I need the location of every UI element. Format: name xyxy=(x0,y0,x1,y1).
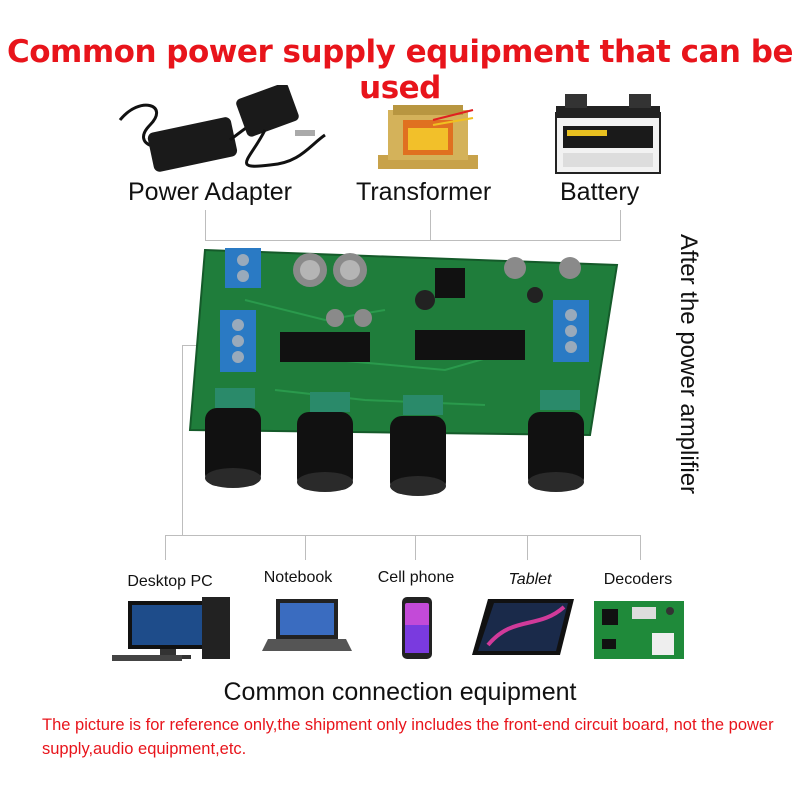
connector-line xyxy=(305,535,306,560)
desktop-pc-icon xyxy=(112,597,230,661)
tablet-label: Tablet xyxy=(508,571,552,588)
decoders-label: Decoders xyxy=(603,571,673,588)
circuit-board-image xyxy=(188,248,619,496)
connector-line xyxy=(182,345,196,346)
power-adapter-icon xyxy=(118,85,326,172)
transformer-label: Transformer xyxy=(356,178,492,206)
page-title: Common power supply equipment that can b… xyxy=(7,34,793,106)
connector-line xyxy=(430,210,431,240)
connector-line xyxy=(165,535,166,560)
connector-line xyxy=(640,535,641,560)
battery-icon xyxy=(555,94,661,174)
connector-line xyxy=(415,535,416,560)
desktop-pc-label: Desktop PC xyxy=(127,573,213,590)
knob-icon xyxy=(528,412,584,492)
cell-phone-label: Cell phone xyxy=(377,569,455,586)
disclaimer-note: The picture is for reference only,the sh… xyxy=(42,716,774,758)
knob-icon xyxy=(390,416,446,496)
connector-line xyxy=(165,535,640,536)
transformer-icon xyxy=(378,105,478,169)
connector-line xyxy=(620,210,621,240)
knob-icon xyxy=(297,412,353,492)
connector-line xyxy=(182,345,183,535)
side-label: After the power amplifier xyxy=(675,233,702,495)
notebook-label: Notebook xyxy=(263,569,333,586)
notebook-icon xyxy=(262,599,352,651)
power-adapter-label: Power Adapter xyxy=(128,178,292,206)
decoder-board-icon xyxy=(594,601,684,659)
connector-line xyxy=(527,535,528,560)
connector-line xyxy=(205,240,621,241)
connector-line xyxy=(205,210,206,240)
cell-phone-icon xyxy=(402,597,432,659)
connections-title: Common connection equipment xyxy=(223,678,577,706)
battery-label: Battery xyxy=(560,178,640,206)
tablet-icon xyxy=(472,599,574,655)
knob-icon xyxy=(205,408,261,488)
